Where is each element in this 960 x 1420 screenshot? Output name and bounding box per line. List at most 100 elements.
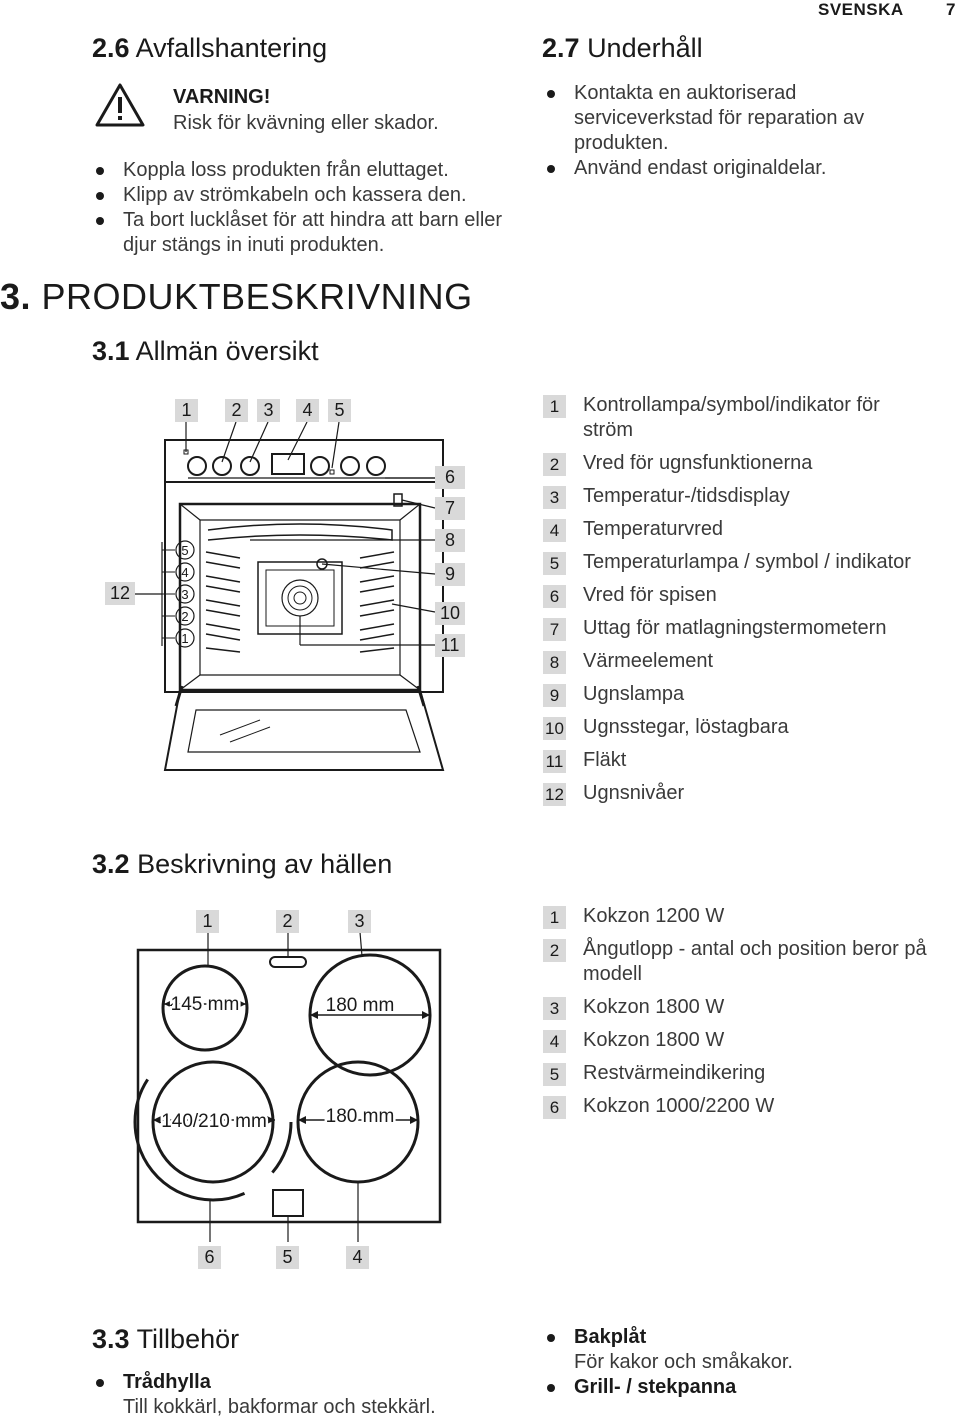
section-title: Allmän översikt xyxy=(135,336,319,366)
oven-legend: 1 Kontrollampa/symbol/indikator för strö… xyxy=(543,393,960,813)
section-3-3-heading: 3.3 Tillbehör xyxy=(92,1324,239,1355)
legend-number: 11 xyxy=(543,750,566,773)
list-item: Koppla loss produkten från eluttaget. xyxy=(94,158,524,183)
list-item: Ta bort lucklåset för att hindra att bar… xyxy=(94,208,503,258)
hob-callout-1: 1 xyxy=(196,910,219,933)
level-label: 2 xyxy=(181,609,188,624)
legend-label: Temperatur-/tidsdisplay xyxy=(583,485,790,507)
maintenance-list: Kontakta en auktoriserad serviceverkstad… xyxy=(545,81,895,181)
accessory-description: För kakor och småkakor. xyxy=(574,1351,793,1373)
legend-label: Uttag för matlagningstermometern xyxy=(583,617,887,639)
section-title: Beskrivning av hällen xyxy=(137,849,393,879)
list-item: Använd endast originaldelar. xyxy=(545,156,895,181)
disposal-list: Koppla loss produkten från eluttaget. Kl… xyxy=(94,158,524,258)
oven-callout-4: 4 xyxy=(296,399,319,422)
section-2-6-heading: 2.6 Avfallshantering xyxy=(92,33,327,64)
oven-callout-9: 9 xyxy=(435,563,465,586)
section-number: 3.1 xyxy=(92,336,130,366)
oven-callout-5: 5 xyxy=(328,399,351,422)
chapter-3-heading: 3. PRODUKTBESKRIVNING xyxy=(0,276,473,318)
legend-number: 4 xyxy=(543,519,566,542)
section-title: Avfallshantering xyxy=(135,33,328,63)
accessories-list-left: Trådhylla Till kokkärl, bakformar och st… xyxy=(94,1370,514,1420)
legend-number: 12 xyxy=(543,783,566,806)
oven-callout-12: 12 xyxy=(105,582,135,605)
accessories-list-right: Bakplåt För kakor och småkakor. Grill- /… xyxy=(545,1325,945,1400)
section-title: Underhåll xyxy=(587,33,703,63)
section-number: 3.2 xyxy=(92,849,130,879)
legend-label: Ugnsnivåer xyxy=(583,782,685,804)
list-item: Grill- / stekpanna xyxy=(545,1375,945,1400)
legend-number: 6 xyxy=(543,585,566,608)
legend-label: Fläkt xyxy=(583,749,627,771)
legend-label: Kokzon 1200 W xyxy=(583,905,725,927)
legend-number: 3 xyxy=(543,486,566,509)
legend-label: Kontrollampa/symbol/indikator för ström xyxy=(583,394,880,441)
hob-callout-5: 5 xyxy=(276,1246,299,1269)
page-number: 7 xyxy=(946,0,956,19)
accessory-description: Till kokkärl, bakformar och stekkärl. xyxy=(123,1396,436,1418)
section-2-7-heading: 2.7 Underhåll xyxy=(542,33,703,64)
oven-callout-8: 8 xyxy=(435,529,465,552)
legend-label: Ångutlopp - antal och position beror på … xyxy=(583,938,927,985)
oven-callout-10: 10 xyxy=(435,602,465,625)
oven-diagram: 5 4 3 2 1 xyxy=(135,421,445,771)
accessory-title: Bakplåt xyxy=(574,1326,647,1348)
legend-label: Kokzon 1800 W xyxy=(583,996,725,1018)
oven-callout-7: 7 xyxy=(435,497,465,520)
hob-surface xyxy=(136,948,442,1224)
oven-callout-11: 11 xyxy=(435,634,465,657)
level-label: 5 xyxy=(181,543,188,558)
oven-callout-3: 3 xyxy=(257,399,280,422)
legend-number: 5 xyxy=(543,552,566,575)
list-item: Trådhylla Till kokkärl, bakformar och st… xyxy=(94,1370,514,1420)
legend-number: 4 xyxy=(543,1030,566,1053)
legend-label: Kokzon 1800 W xyxy=(583,1029,725,1051)
legend-number: 1 xyxy=(543,395,566,418)
legend-number: 5 xyxy=(543,1063,566,1086)
zone-size-label: 140/210 mm xyxy=(161,1111,267,1132)
chapter-title: PRODUKTBESKRIVNING xyxy=(41,276,473,317)
hob-callout-4: 4 xyxy=(346,1246,369,1269)
legend-number: 2 xyxy=(543,453,566,476)
legend-label: Ugnsstegar, löstagbara xyxy=(583,716,789,738)
list-item: Kontakta en auktoriserad serviceverkstad… xyxy=(545,81,895,156)
legend-number: 2 xyxy=(543,939,566,962)
legend-label: Temperaturvred xyxy=(583,518,724,540)
legend-number: 3 xyxy=(543,997,566,1020)
accessory-title: Trådhylla xyxy=(123,1371,211,1393)
section-3-2-heading: 3.2 Beskrivning av hällen xyxy=(92,849,392,880)
list-item: Klipp av strömkabeln och kassera den. xyxy=(94,183,524,208)
zone-size-label: 145 mm xyxy=(171,994,240,1015)
level-label: 1 xyxy=(181,631,188,646)
legend-number: 8 xyxy=(543,651,566,674)
zone-size-label: 180 mm xyxy=(326,995,395,1016)
legend-number: 10 xyxy=(543,717,566,740)
legend-number: 6 xyxy=(543,1096,566,1119)
chapter-number: 3. xyxy=(0,276,32,317)
level-label: 4 xyxy=(181,565,188,580)
warning-text: Risk för kvävning eller skador. xyxy=(173,112,439,134)
oven-callout-2: 2 xyxy=(225,399,248,422)
section-number: 2.6 xyxy=(92,33,130,63)
legend-number: 1 xyxy=(543,906,566,929)
hob-callout-6: 6 xyxy=(198,1246,221,1269)
section-title: Tillbehör xyxy=(136,1324,240,1354)
legend-label: Värmeelement xyxy=(583,650,714,672)
legend-label: Kokzon 1000/2200 W xyxy=(583,1095,775,1117)
accessory-title: Grill- / stekpanna xyxy=(574,1376,737,1398)
header-language: SVENSKA xyxy=(818,0,904,19)
legend-number: 9 xyxy=(543,684,566,707)
legend-label: Vred för ugnsfunktionerna xyxy=(583,452,813,474)
hob-legend: 1 Kokzon 1200 W 2 Ångutlopp - antal och … xyxy=(543,904,960,1124)
hob-callout-2: 2 xyxy=(276,910,299,933)
hob-diagram: 145 mm 180 mm 140/210 mm 180 mm xyxy=(133,931,442,1242)
warning-triangle-icon xyxy=(95,83,145,127)
legend-label: Temperaturlampa / symbol / indikator xyxy=(583,551,911,573)
level-label: 3 xyxy=(181,587,188,602)
section-number: 2.7 xyxy=(542,33,580,63)
legend-label: Restvärmeindikering xyxy=(583,1062,766,1084)
legend-label: Vred för spisen xyxy=(583,584,717,606)
oven-callout-1: 1 xyxy=(175,399,198,422)
warning-title: VARNING! xyxy=(173,86,271,108)
